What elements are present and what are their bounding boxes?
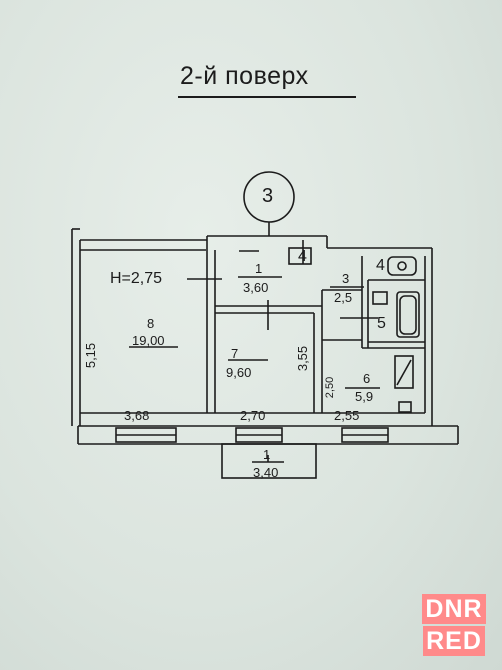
room-8-area: 19,00 [132,333,165,348]
watermark-logo: DNR RED [414,590,494,660]
dim-room8-height: 5,15 [83,342,99,369]
watermark-line-2: RED [423,626,485,656]
balcony-area: 3,40 [253,465,279,480]
room-4-number: 4 [298,248,307,265]
floor-title: 2-й поверх [180,62,309,90]
room-3-number: 3 [342,271,350,286]
room-8-number: 8 [147,316,155,331]
dim-room7-width: 2,70 [240,408,266,423]
kitchen-sink-fixture [398,401,412,413]
room-3-area: 2,5 [334,290,353,305]
room-5-number: 5 [377,315,386,332]
niche-4 [288,247,312,265]
toilet-fixture [372,291,388,305]
room-4-label: 4 [376,257,385,274]
room-7-number: 7 [231,346,239,361]
dim-room6-height: 2,50 [324,376,337,399]
room-6-area: 5,9 [355,389,374,404]
room-1-area: 3,60 [243,280,269,295]
dim-room6-width: 2,55 [334,408,360,423]
stove-fixture [394,355,414,389]
title-underline [178,96,356,98]
room-6-number: 6 [363,371,371,386]
balcony-outline [221,443,317,479]
balcony-number: 1 [263,447,271,462]
room-7-area: 9,60 [226,365,252,380]
bathtub-fixture [396,291,420,338]
dim-room8-width: 3,68 [124,408,150,423]
sink-fixture [387,256,417,276]
room-1-number: 1 [255,261,263,276]
section-number: 3 [262,185,274,207]
ceiling-height: H=2,75 [110,270,163,287]
watermark-line-1: DNR [422,594,486,624]
dim-room7-height: 3,55 [295,345,311,372]
